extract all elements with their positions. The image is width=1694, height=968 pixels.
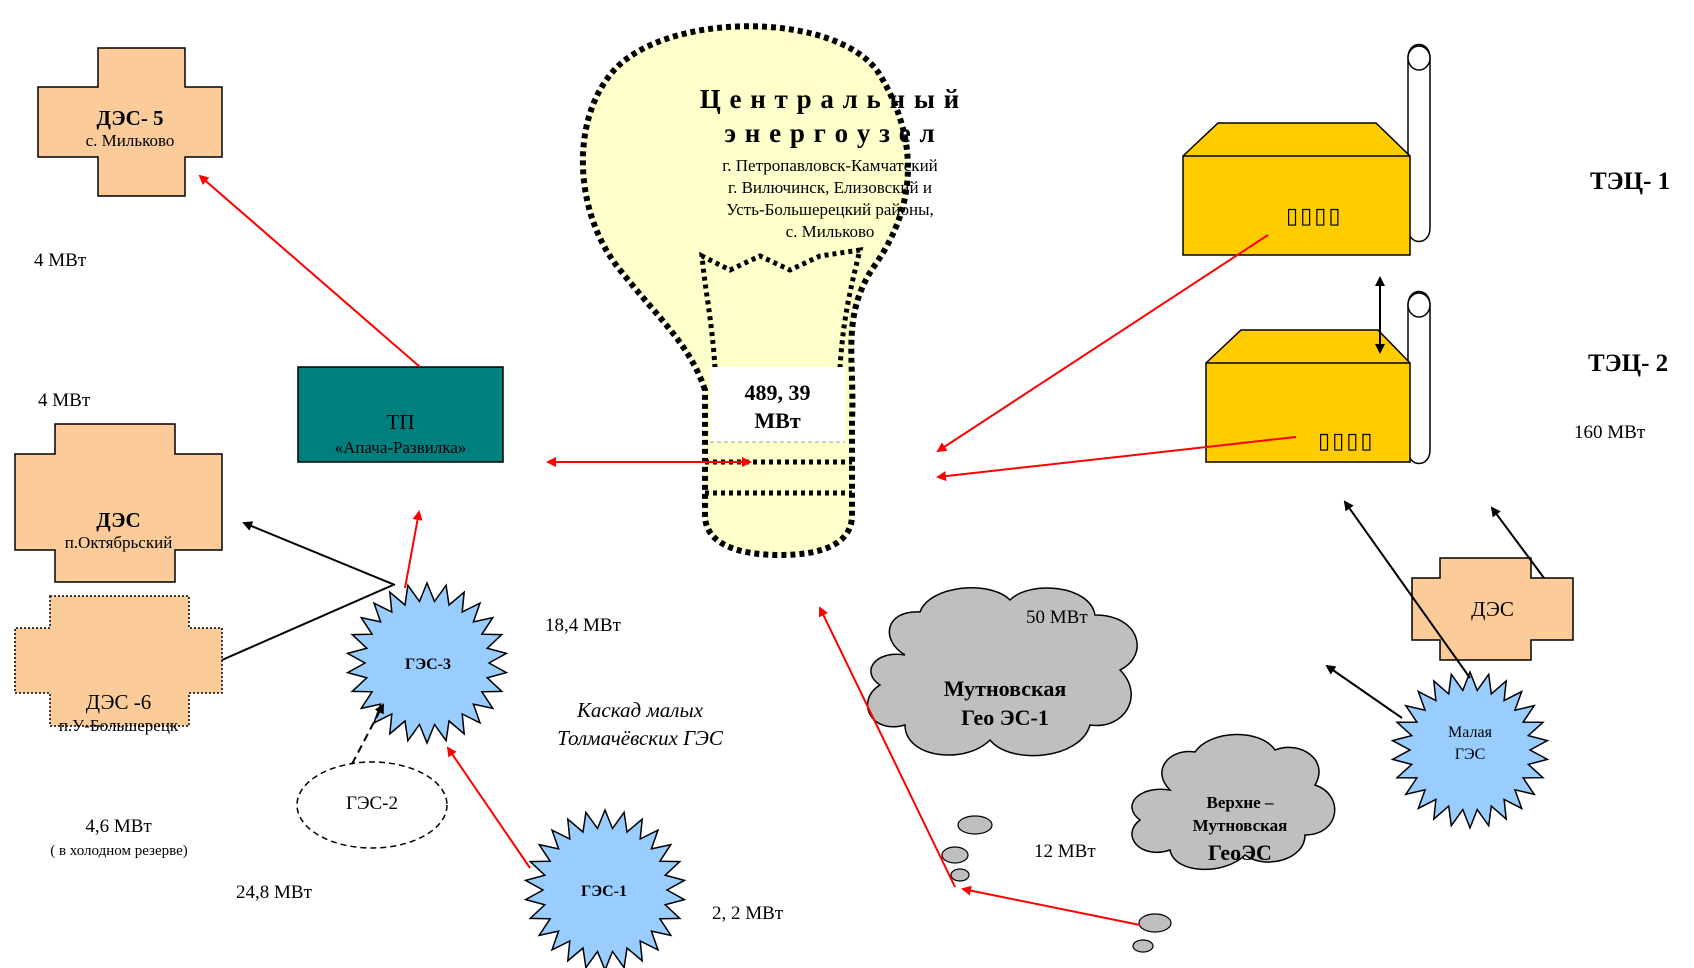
tec1-pipe-top: [1407, 45, 1431, 71]
des6-shape: [14, 595, 223, 727]
arrow-ges3-to-des-oct: [242, 521, 396, 586]
cloud-bubble-1: [957, 815, 993, 835]
cloud-bubble-2: [941, 846, 969, 864]
ges3-power: 18,4 МВт: [545, 615, 621, 636]
des-oct-shape: [14, 423, 223, 583]
des-right-name: ДЭС: [1471, 597, 1514, 621]
arrow-ges2-to-ges3: [351, 703, 384, 765]
ges2-power: 24,8 МВт: [236, 882, 312, 903]
mutnovsk1-line2: Гео ЭС-1: [961, 705, 1049, 730]
tec2-windows: ▯▯▯▯: [1318, 428, 1375, 453]
ges2-name: ГЭС-2: [345, 793, 399, 814]
arrow-geo-to-bulb: [818, 606, 956, 888]
bulb-filament: [699, 246, 864, 369]
tec2-pipe-top: [1407, 292, 1431, 318]
tec1-building: [1182, 122, 1411, 256]
des-oct-power: 4 МВт: [38, 390, 91, 411]
center-area-3: Усть-Большерецкий районы,: [726, 200, 934, 219]
tec2-name: ТЭЦ- 2: [1588, 350, 1669, 377]
center-area-2: г. Вилючинск, Елизовский и: [728, 178, 932, 197]
tp-place: «Апача-Развилка»: [334, 438, 467, 457]
tec1-pipe: [1407, 43, 1431, 243]
des5-power: 4 МВт: [34, 250, 87, 271]
center-power-value: 489, 39: [744, 380, 811, 405]
ges3-name: ГЭС-3: [405, 656, 451, 673]
center-area-4: с. Мильково: [785, 222, 875, 241]
ges1-power: 2, 2 МВт: [712, 903, 784, 924]
des6-power: 4,6 МВт: [85, 816, 152, 837]
tp-box: [297, 366, 504, 463]
cloud-bubble-4: [1138, 913, 1172, 933]
center-area-1: г. Петропавловск-Камчатский: [722, 156, 938, 175]
arrow-des-right-to-tec2: [1490, 506, 1545, 579]
cascade-line1: Каскад малых: [576, 698, 704, 722]
des-right-shape: [1411, 557, 1574, 661]
arrow-tec1-to-bulb: [936, 234, 1269, 453]
verkhne-cloud: [1131, 733, 1336, 871]
malaya-ges-line2: ГЭС: [1454, 746, 1486, 763]
ges1-starburst: [523, 808, 687, 968]
bulb-power-box: [710, 367, 845, 442]
center-title-line1: Ц е н т р а л ь н ы й: [699, 84, 961, 114]
arrow-tp-to-des5: [198, 174, 421, 368]
arrow-ges3-to-tp: [404, 510, 423, 589]
des6-place: п.У-Большерецк: [58, 716, 179, 735]
des5-name: ДЭС- 5: [96, 106, 164, 130]
cloud-bubble-3: [950, 868, 970, 882]
verkhne-line3: ГеоЭС: [1208, 840, 1272, 865]
des5-shape: [37, 47, 223, 197]
tec2-power: 160 МВт: [1574, 422, 1646, 443]
mutnovsk1-line1: Мутновская: [943, 676, 1067, 701]
arrow-malaya-to-tec2: [1343, 500, 1471, 679]
des-oct-place: п.Октябрьский: [64, 533, 173, 552]
verkhne-power: 12 МВт: [1034, 841, 1096, 862]
center-title-line2: э н е р г о у з е л: [724, 118, 936, 148]
tec1-name: ТЭЦ- 1: [1590, 168, 1671, 195]
line-des6-to-ges3: [221, 584, 394, 661]
tp-name: ТП: [386, 410, 415, 434]
cascade-line2: Толмачёвских ГЭС: [557, 726, 723, 750]
arrow-verkhne-to-junction: [961, 885, 1141, 926]
ges1-name: ГЭС-1: [581, 883, 627, 900]
tec1-windows: ▯▯▯▯: [1286, 203, 1343, 228]
arrow-malaya-to-left: [1325, 664, 1403, 719]
verkhne-line2: Мутновская: [1192, 816, 1288, 835]
malaya-ges-line1: Малая: [1448, 724, 1492, 741]
arrow-ges1-to-ges3: [446, 746, 531, 869]
des5-place: с. Мильково: [85, 131, 175, 150]
des6-note: ( в холодном резерве): [50, 843, 188, 859]
verkhne-line1: Верхне –: [1206, 793, 1274, 812]
mutnovsk1-cloud: [866, 587, 1138, 757]
mutnovsk1-power: 50 МВт: [1026, 607, 1088, 628]
malaya-ges-starburst: [1390, 669, 1550, 831]
ges2-ellipse: [296, 761, 448, 849]
arrow-tec2-to-bulb: [936, 436, 1297, 482]
ges3-starburst: [345, 581, 509, 745]
center-power-unit: МВт: [754, 408, 801, 433]
des6-name: ДЭС -6: [85, 690, 152, 714]
des-oct-name: ДЭС: [96, 508, 141, 532]
cloud-bubble-5: [1132, 939, 1154, 953]
